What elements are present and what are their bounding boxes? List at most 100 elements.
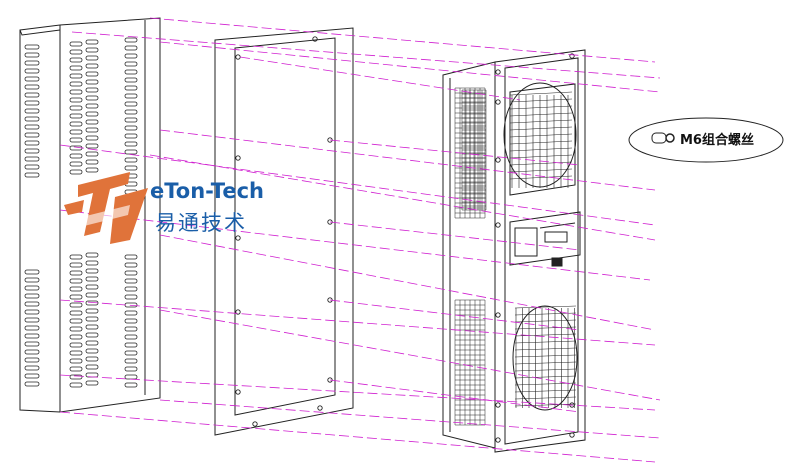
vent-slot	[85, 276, 99, 282]
vent-slot	[24, 76, 40, 82]
vent-slot	[124, 101, 138, 107]
vent-slot	[69, 153, 83, 159]
vent-slot	[124, 141, 138, 147]
grille-bar	[514, 396, 577, 400]
vent-slot	[85, 348, 99, 354]
control-switch	[544, 231, 568, 243]
mount-hole	[569, 432, 575, 438]
vent-slot	[85, 39, 99, 45]
grille-bar	[509, 91, 573, 96]
guide-line	[149, 154, 656, 241]
vent-slot	[69, 129, 83, 135]
vent-slot	[69, 137, 83, 143]
vent-slot	[124, 342, 138, 348]
grille-bar	[509, 112, 573, 117]
gasket-hole	[235, 309, 241, 315]
mount-hole	[495, 157, 501, 163]
mount-hole	[569, 53, 575, 59]
connector-block	[551, 257, 563, 267]
control-label-line	[539, 222, 576, 229]
callout-label: M6组合螺丝	[680, 132, 754, 148]
vent-slot	[24, 52, 40, 58]
vent-slot	[24, 68, 40, 74]
vent-slot	[85, 55, 99, 61]
vent-slot	[69, 105, 83, 111]
gasket-hole	[235, 235, 241, 241]
vent-slot	[69, 374, 83, 380]
vent-slot	[124, 374, 138, 380]
vent-slot	[69, 81, 83, 87]
vent-slot	[24, 349, 40, 355]
guide-line	[59, 411, 656, 463]
vent-slot	[124, 382, 138, 388]
vent-slot	[85, 268, 99, 274]
vent-slot	[24, 365, 40, 371]
vent-slot	[69, 382, 83, 388]
vent-slot	[124, 109, 138, 115]
grille-bar	[509, 154, 573, 159]
vent-slot	[24, 84, 40, 90]
logo-chinese-name: 易通技术	[155, 211, 247, 235]
vent-slot	[69, 310, 83, 316]
guide-line	[71, 31, 661, 79]
vent-slot	[69, 318, 83, 324]
vent-slot	[85, 300, 99, 306]
guide-line	[149, 17, 656, 63]
grille-bar	[514, 368, 577, 372]
grille-bar	[514, 333, 577, 337]
company-logo: eTon-Tech 易通技术	[64, 172, 264, 244]
vent-slot	[69, 270, 83, 276]
vent-slot	[85, 332, 99, 338]
mount-hole	[495, 69, 501, 75]
logo-mark-stripe	[68, 205, 130, 230]
grille-bar	[514, 340, 577, 344]
guide-line	[59, 374, 656, 411]
mount-hole	[495, 222, 501, 228]
lower-fan-grille	[514, 305, 577, 408]
vent-slot	[85, 71, 99, 77]
grille-bar	[514, 375, 577, 379]
upper-fan-grille	[509, 91, 573, 188]
vent-slot	[69, 41, 83, 47]
vent-slot	[24, 108, 40, 114]
vent-slot	[85, 356, 99, 362]
guide-line	[59, 144, 656, 226]
vent-slot	[124, 149, 138, 155]
vent-slot	[24, 116, 40, 122]
ac-unit	[442, 49, 586, 453]
vent-slot	[69, 358, 83, 364]
cover-vent-slots	[24, 37, 138, 388]
side-mesh-vents	[454, 87, 487, 426]
vent-slot	[85, 87, 99, 93]
vent-slot	[24, 269, 40, 275]
vent-slot	[24, 100, 40, 106]
logo-mark-left	[64, 200, 84, 215]
vent-slot	[69, 254, 83, 260]
vent-slot	[85, 340, 99, 346]
guide-line	[159, 309, 661, 401]
vent-slot	[124, 366, 138, 372]
gasket-hole	[252, 421, 258, 427]
vent-slot	[85, 95, 99, 101]
vent-slot	[124, 270, 138, 276]
gasket-hole	[235, 389, 241, 395]
vent-slot	[124, 254, 138, 260]
vent-slot	[85, 372, 99, 378]
guide-line	[329, 221, 581, 251]
vent-slot	[124, 45, 138, 51]
vent-slot	[24, 357, 40, 363]
guide-line	[239, 56, 521, 101]
gasket-inner-edge	[234, 37, 336, 416]
vent-slot	[69, 302, 83, 308]
guide-line	[329, 379, 581, 413]
vent-slot	[124, 350, 138, 356]
mount-hole	[495, 402, 501, 408]
mount-hole	[495, 312, 501, 318]
ac-front-inner	[504, 57, 579, 445]
grille-bar	[509, 168, 573, 173]
grille-bar	[509, 98, 573, 103]
vent-slot	[124, 69, 138, 75]
vent-slot	[24, 333, 40, 339]
vent-slot	[85, 127, 99, 133]
